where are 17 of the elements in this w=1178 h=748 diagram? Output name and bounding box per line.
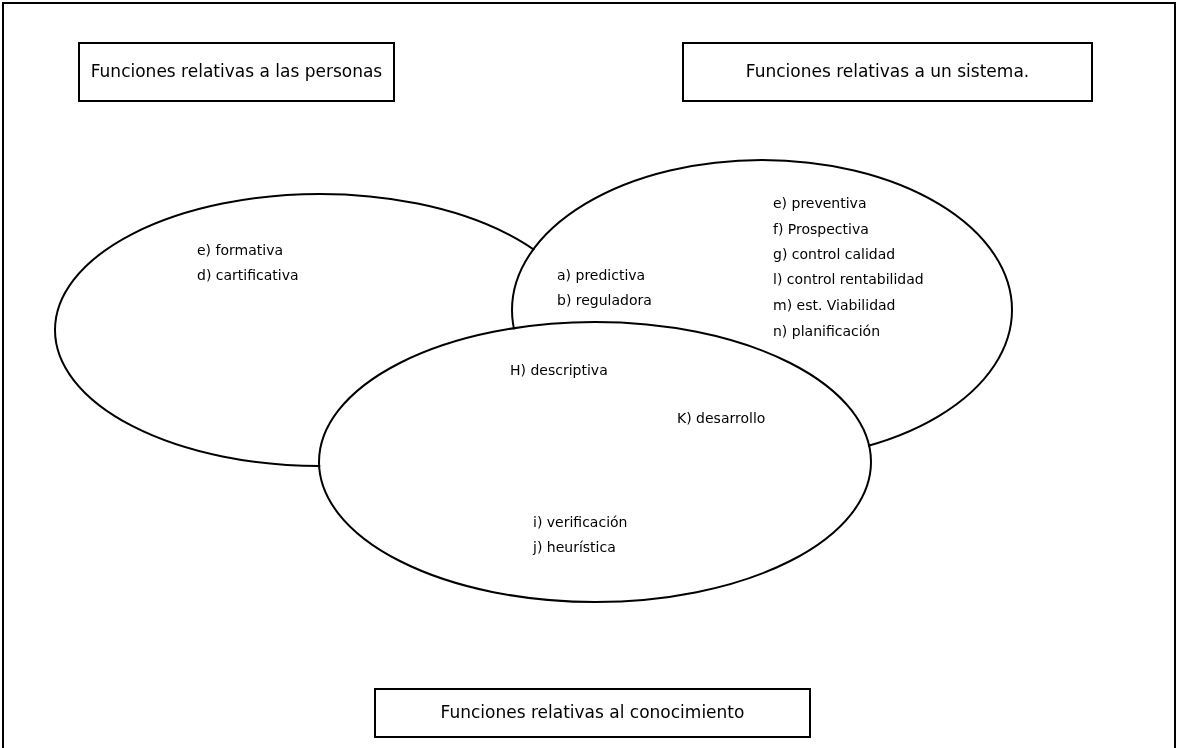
function-item: H) descriptiva bbox=[510, 361, 608, 379]
function-item: m) est. Viabilidad bbox=[773, 296, 896, 314]
function-item: b) reguladora bbox=[557, 291, 652, 309]
category-box: Funciones relativas a las personas bbox=[78, 42, 395, 102]
category-box: Funciones relativas al conocimiento bbox=[374, 688, 811, 738]
function-item: i) verificación bbox=[533, 513, 628, 531]
function-item: f) Prospectiva bbox=[773, 220, 869, 238]
function-item: d) cartificativa bbox=[197, 266, 299, 284]
function-item: l) control rentabilidad bbox=[773, 270, 924, 288]
function-item: K) desarrollo bbox=[677, 409, 766, 427]
function-item: e) preventiva bbox=[773, 194, 867, 212]
function-item: g) control calidad bbox=[773, 245, 896, 263]
function-item: j) heurística bbox=[533, 538, 616, 556]
category-box: Funciones relativas a un sistema. bbox=[682, 42, 1093, 102]
function-item: a) predictiva bbox=[557, 266, 646, 284]
function-item: n) planificación bbox=[773, 322, 881, 340]
function-item: e) formativa bbox=[197, 241, 283, 259]
